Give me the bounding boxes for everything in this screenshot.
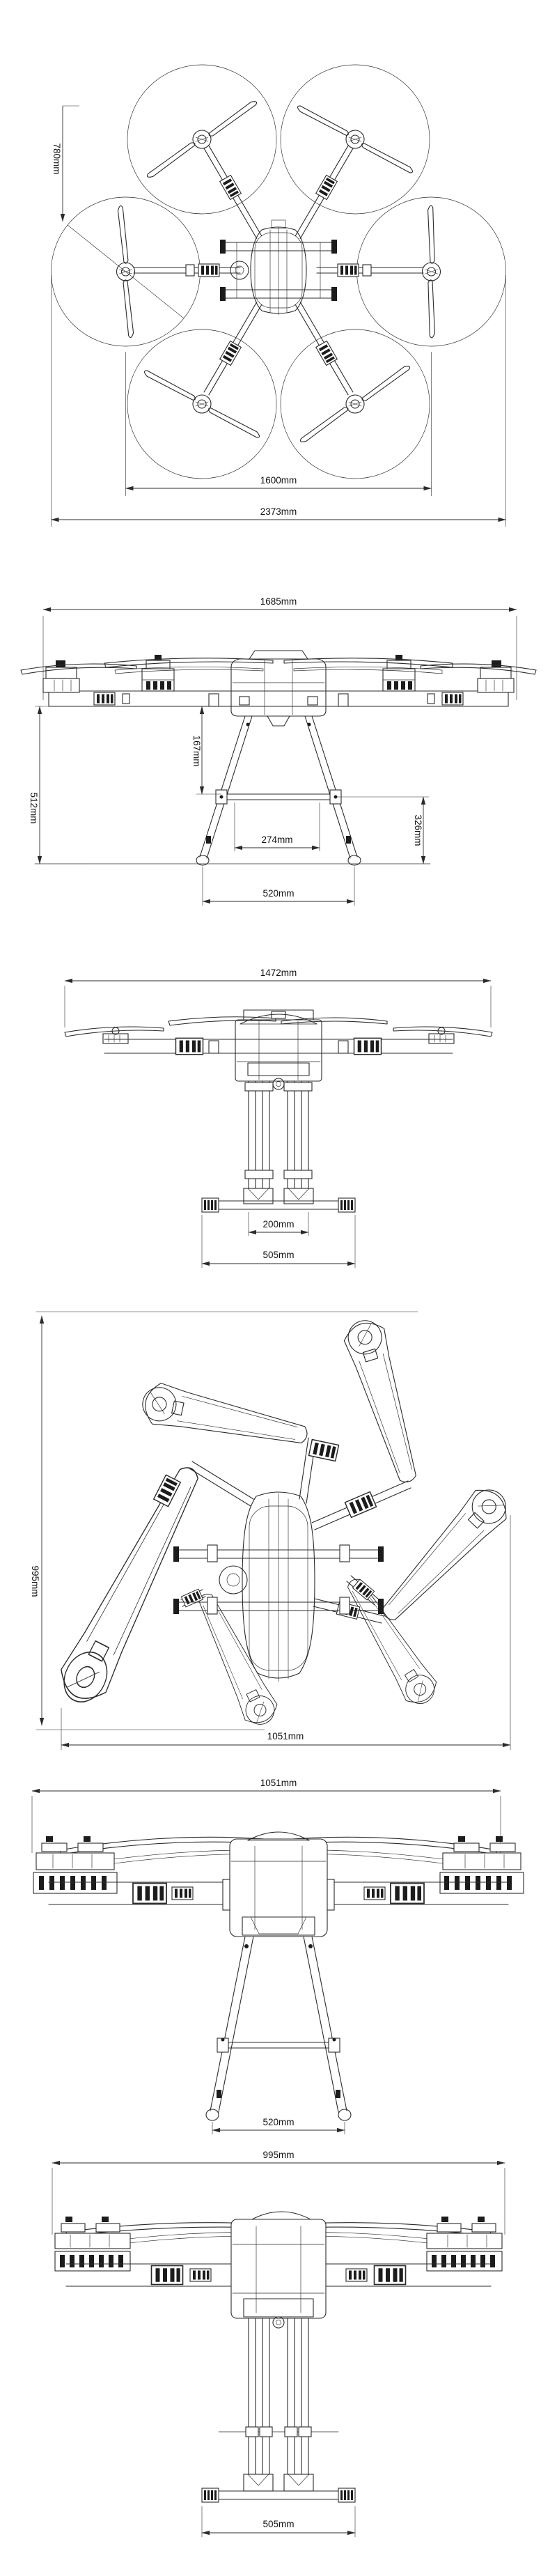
dim-label-skid-length-folded: 505mm — [262, 2519, 294, 2529]
dim-label-gear-height: 326mm — [413, 814, 423, 846]
center-body-folded — [173, 1491, 384, 1682]
motor-stacks-side-folded — [54, 2217, 503, 2272]
landing-gear-front-folded — [205, 1936, 352, 2121]
fuselage-front-folded — [222, 1831, 335, 1937]
dim-label-folded-depth: 995mm — [262, 2150, 294, 2160]
dim-label-gear-top-span: 274mm — [261, 835, 292, 845]
tip-motors — [20, 660, 537, 693]
dim-label-motor-wheelbase: 1600mm — [260, 475, 297, 486]
arms — [133, 145, 424, 396]
view-top-unfolded: 780mm 1600mm 2373mm — [50, 64, 507, 527]
dim-gear-top-span: 274mm — [234, 802, 320, 851]
inner-motors — [104, 655, 453, 692]
dim-prop-diameter: 780mm — [52, 105, 185, 319]
dim-label-front-height: 512mm — [29, 792, 39, 823]
dim-label-skid-length: 505mm — [262, 1250, 294, 1260]
folded-arm-links — [180, 1437, 411, 1624]
dim-overall-width: 2373mm — [50, 275, 507, 527]
dim-motor-wheelbase: 1600mm — [125, 352, 432, 496]
fuselage-side-folded — [230, 2211, 327, 2329]
dim-skid-length-folded: 505mm — [201, 2506, 356, 2537]
dim-folded-width-front: 1051mm — [31, 1778, 501, 1853]
dim-label-prop-diameter: 780mm — [52, 143, 62, 174]
folded-prop-pods — [51, 1314, 517, 1731]
dim-label-front-width: 1685mm — [260, 596, 297, 607]
dim-folded-length: 995mm — [30, 1311, 418, 1730]
arm-boom — [48, 690, 509, 707]
center-body — [220, 219, 337, 316]
dim-front-height: 512mm — [29, 706, 82, 864]
dim-label-folded-width-top: 1051mm — [267, 1731, 304, 1741]
fuselage-front — [230, 650, 327, 727]
dim-skid-rail-gap: 200mm — [248, 1212, 309, 1236]
dim-label-folded-width-front: 1051mm — [260, 1778, 297, 1788]
dim-label-folded-length: 995mm — [30, 1565, 40, 1597]
view-top-folded: 995mm 1051mm — [30, 1311, 517, 1750]
fuselage-side — [235, 1009, 322, 1090]
view-side-unfolded: 1472mm — [64, 968, 493, 1268]
view-front-folded: 1051mm — [31, 1778, 524, 2134]
dim-skid-span-front: 520mm — [202, 867, 355, 906]
view-front-unfolded: 1685mm — [20, 596, 537, 906]
dim-label-skid-span-folded: 520mm — [262, 2117, 294, 2127]
dim-folded-depth: 995mm — [52, 2150, 505, 2235]
dim-label-skid-span-front: 520mm — [262, 888, 294, 899]
arm-boom-side — [104, 1037, 453, 1055]
landing-gear-side-folded — [201, 2318, 356, 2503]
landing-gear-front — [34, 715, 431, 866]
dim-skid-length: 505mm — [201, 1215, 356, 1268]
dim-label-overall-width: 2373mm — [260, 506, 297, 517]
dim-label-body-gear-offset: 167mm — [191, 735, 202, 766]
dim-body-gear-offset: 167mm — [191, 706, 234, 795]
dim-label-depth: 1472mm — [260, 968, 297, 978]
dim-label-skid-rail-gap: 200mm — [262, 1219, 294, 1229]
dim-depth: 1472mm — [64, 968, 492, 1027]
dim-gear-height: 326mm — [336, 796, 429, 864]
dim-folded-width-top: 1051mm — [61, 1515, 511, 1750]
dim-front-width: 1685mm — [42, 596, 517, 700]
dim-skid-span-folded: 520mm — [212, 2117, 345, 2134]
props-side — [64, 1011, 493, 1044]
view-side-folded: 995mm — [52, 2150, 505, 2537]
landing-gear-side — [201, 1080, 356, 1213]
motor-stacks-front-folded — [33, 1836, 524, 1894]
